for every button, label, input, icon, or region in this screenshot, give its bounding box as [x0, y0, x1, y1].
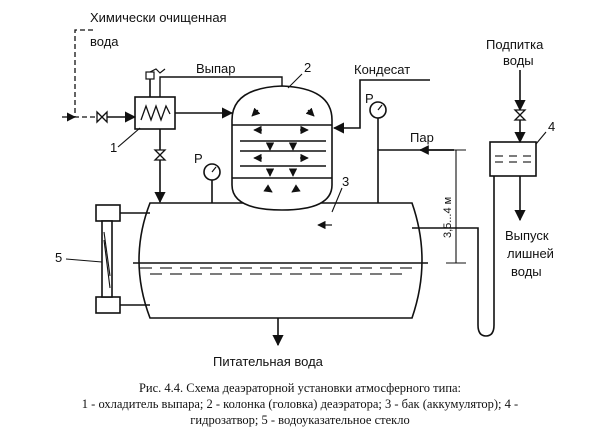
storage-tank: [138, 202, 423, 319]
vent-flag: [149, 68, 166, 74]
label-makeup-2: воды: [503, 53, 534, 68]
vapor-line: [159, 76, 283, 97]
water-hatching: [140, 267, 412, 275]
gauge-glass: [95, 204, 150, 314]
number-5: 5: [55, 250, 63, 265]
column-trays: [232, 124, 332, 179]
label-feed-water: Питательная вода: [213, 354, 323, 369]
label-pressure-1: P: [194, 151, 203, 166]
label-dimension: 3,5...4 м: [442, 196, 454, 238]
caption-line-2: 1 - охладитель выпара; 2 - колонка (голо…: [81, 397, 519, 411]
label-pressure-2: P: [365, 91, 374, 106]
inlet-valve: [96, 110, 108, 124]
label-chem-water-2: вода: [90, 34, 119, 49]
caption-line-3: гидрозатвор; 5 - водоуказательное стекло: [190, 413, 410, 427]
label-vapor: Выпар: [196, 61, 236, 76]
overflow-line: [412, 175, 495, 337]
makeup-valve: [513, 109, 527, 121]
condensate-line: [332, 79, 430, 134]
label-steam: Пар: [410, 130, 434, 145]
label-makeup-1: Подпитка: [486, 37, 544, 52]
hydraulic-seal: [489, 141, 537, 177]
number-3: 3: [342, 174, 350, 189]
column-flow-arrows: [251, 107, 315, 193]
figure-caption: Рис. 4.4. Схема деаэраторной установки а…: [0, 380, 600, 428]
number-1: 1: [110, 140, 118, 155]
number-2: 2: [304, 60, 312, 75]
label-chem-water-1: Химически очищенная: [90, 10, 227, 25]
label-drain-1: Выпуск: [505, 228, 549, 243]
steam-line: [377, 149, 454, 203]
label-drain-3: воды: [511, 264, 542, 279]
label-condensate: Кондесат: [354, 62, 411, 77]
caption-line-1: Рис. 4.4. Схема деаэраторной установки а…: [138, 381, 462, 395]
deaerator-schematic: [62, 29, 547, 347]
cooler-drain-valve: [153, 149, 167, 161]
cooler-coil: [140, 104, 171, 122]
deaerator-column: [231, 85, 333, 211]
number-4: 4: [548, 119, 556, 134]
seal-hatching: [495, 155, 531, 163]
chem-water-line: [74, 29, 100, 118]
label-drain-2: лишней: [507, 246, 554, 261]
